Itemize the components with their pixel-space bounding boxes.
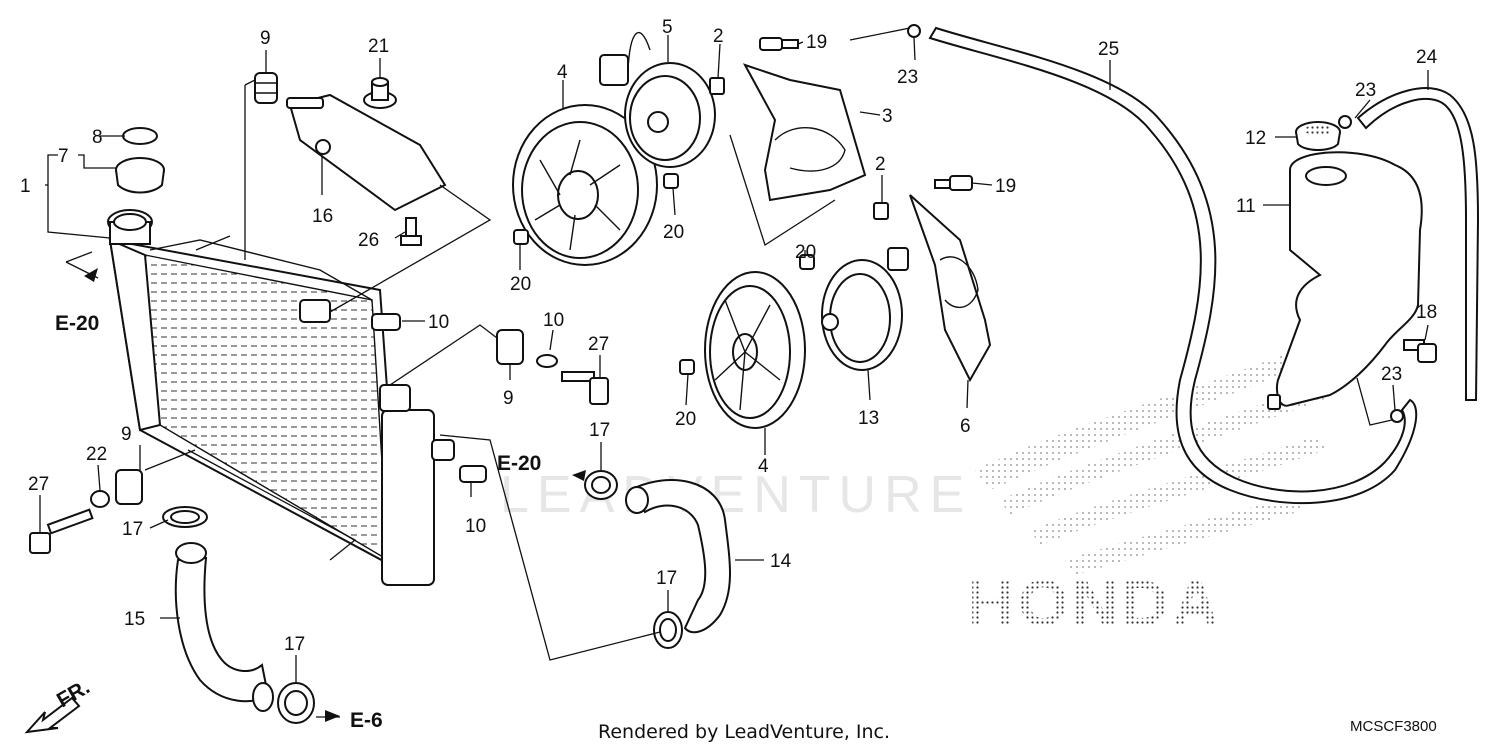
callout-17: 17 xyxy=(122,519,143,540)
watermark-text: LEADVENTURE xyxy=(500,466,972,524)
callout-12: 12 xyxy=(1245,128,1266,149)
hose-clamp-d xyxy=(277,682,315,724)
bolt-19-upper xyxy=(759,37,799,51)
callout-4: 4 xyxy=(557,62,568,83)
rubber-mount-right xyxy=(496,329,609,405)
radiator xyxy=(107,209,455,586)
callout-20: 20 xyxy=(663,222,684,243)
rubber-mount-upper xyxy=(254,72,278,104)
callout-2: 2 xyxy=(875,154,886,175)
bolt-19-lower xyxy=(934,175,973,191)
fan-motor-lower xyxy=(821,247,909,371)
callout-18: 18 xyxy=(1416,302,1437,323)
collar-10-lower xyxy=(459,465,487,483)
rubber-mount-lower xyxy=(29,469,143,554)
callout-9: 9 xyxy=(503,388,514,409)
upper-bracket xyxy=(286,93,447,212)
callout-9: 9 xyxy=(121,424,132,445)
fan-shroud-upper xyxy=(742,63,867,202)
nut-20-a xyxy=(513,229,529,245)
ref-e20-left: E-20 xyxy=(55,312,99,335)
callout-17: 17 xyxy=(656,568,677,589)
callout-9: 9 xyxy=(260,28,271,49)
callout-17: 17 xyxy=(284,634,305,655)
bolt-26 xyxy=(400,217,422,246)
callout-1: 1 xyxy=(20,176,31,197)
callout-10: 10 xyxy=(465,516,486,537)
ref-e6: E-6 xyxy=(350,709,383,732)
callout-11: 11 xyxy=(1236,196,1256,217)
callout-27: 27 xyxy=(28,474,49,495)
callout-13: 13 xyxy=(858,408,879,429)
callout-27: 27 xyxy=(588,334,609,355)
callout-23: 23 xyxy=(1355,80,1376,101)
clip-2-lower xyxy=(873,202,889,220)
callout-labels: 1 7 8 9 21 16 26 10 10 27 9 9 22 27 17 1… xyxy=(20,17,1438,655)
nut-20-c xyxy=(799,254,815,270)
callout-19: 19 xyxy=(995,176,1016,197)
callout-26: 26 xyxy=(358,230,379,251)
callout-10: 10 xyxy=(543,310,564,331)
clip-2-upper xyxy=(709,77,725,95)
fan-motor-upper xyxy=(599,31,716,168)
callout-23: 23 xyxy=(1381,364,1402,385)
cooling-fan-upper xyxy=(512,104,658,266)
radiator-cap xyxy=(115,127,165,194)
callout-23: 23 xyxy=(897,67,918,88)
callout-25: 25 xyxy=(1098,39,1119,60)
front-direction-arrow-icon xyxy=(24,696,81,734)
callout-3: 3 xyxy=(882,106,893,127)
callout-21: 21 xyxy=(368,36,389,57)
nut-20-d xyxy=(679,359,695,375)
honda-wing-logo xyxy=(975,330,1350,575)
callout-4: 4 xyxy=(758,456,769,477)
hose-clamp-c xyxy=(653,611,683,649)
reservoir-cap xyxy=(1295,121,1341,151)
grommet xyxy=(363,77,397,109)
clip-23-c xyxy=(1390,409,1404,423)
reservoir-tank xyxy=(1267,151,1423,410)
hose-clamp-b xyxy=(584,470,618,500)
lower-hose xyxy=(174,556,270,703)
leader-lines xyxy=(39,27,1429,718)
bolt-18 xyxy=(1403,339,1437,363)
callout-17: 17 xyxy=(589,420,610,441)
clip-23-b xyxy=(1338,115,1352,129)
siphon-hose xyxy=(928,26,1418,505)
callout-5: 5 xyxy=(662,17,673,38)
hose-clamp-a xyxy=(162,506,208,528)
footer-credit: Rendered by LeadVenture, Inc. xyxy=(598,721,890,743)
fan-shroud-lower xyxy=(909,194,992,383)
callout-19: 19 xyxy=(806,32,827,53)
callout-15: 15 xyxy=(124,609,145,630)
overflow-hose xyxy=(1356,87,1480,401)
clip-23-a xyxy=(907,24,921,38)
callout-24: 24 xyxy=(1416,47,1438,68)
collar-10-upper xyxy=(371,313,401,331)
upper-hose xyxy=(628,479,731,634)
callout-7: 7 xyxy=(58,146,69,167)
callout-22: 22 xyxy=(86,444,107,465)
callout-14: 14 xyxy=(770,551,792,572)
ref-e20-center: E-20 xyxy=(497,452,541,475)
honda-brand-text: HONDA xyxy=(968,567,1223,639)
callout-20: 20 xyxy=(675,409,696,430)
cooling-fan-lower xyxy=(704,271,806,429)
callout-16: 16 xyxy=(312,206,333,227)
callout-6: 6 xyxy=(960,416,971,437)
diagram-code: MCSCF3800 xyxy=(1350,718,1437,735)
callout-2: 2 xyxy=(713,26,724,47)
callout-20: 20 xyxy=(795,242,816,263)
nut-20-b xyxy=(663,173,679,189)
callout-20: 20 xyxy=(510,274,531,295)
callout-8: 8 xyxy=(92,127,103,148)
callout-10: 10 xyxy=(428,312,449,333)
